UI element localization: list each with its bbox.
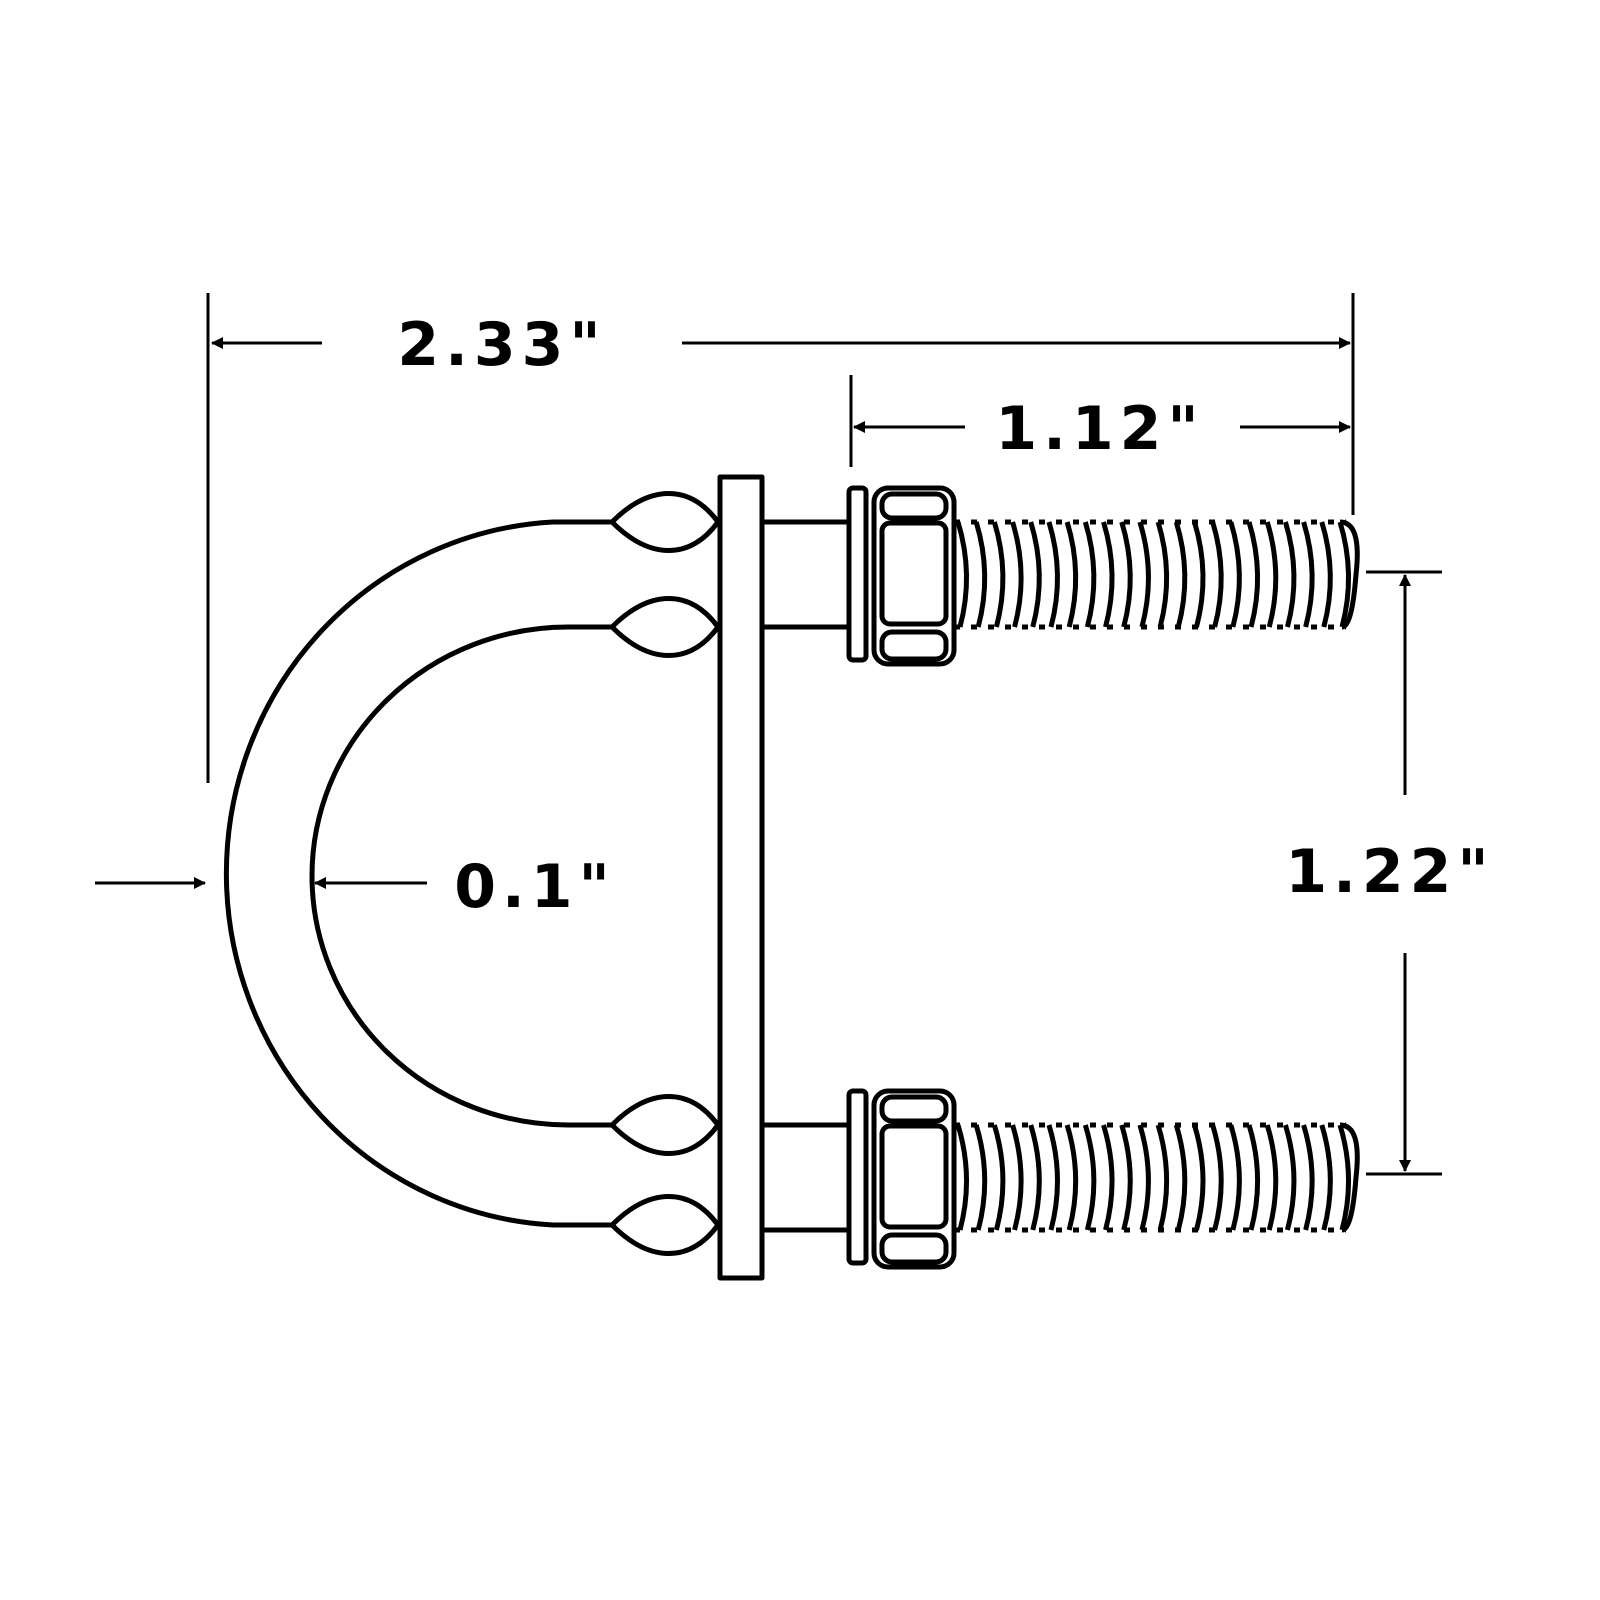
thread-line	[1210, 521, 1224, 628]
threaded-leg	[762, 1088, 1360, 1270]
thread-line	[1064, 521, 1079, 628]
thread-line	[1264, 521, 1279, 628]
thread-line	[1246, 1124, 1261, 1231]
thread-line	[1283, 1124, 1297, 1231]
mounting-plate	[717, 474, 765, 1281]
thread-line	[1173, 521, 1188, 628]
hex-nut	[871, 485, 957, 667]
thread-line	[1046, 521, 1060, 628]
thread-line	[1137, 521, 1151, 628]
hex-nut	[871, 1088, 957, 1270]
thread-line	[1228, 1124, 1242, 1231]
thread-line	[1101, 1124, 1115, 1231]
thread-line	[991, 1124, 1006, 1231]
thread-line	[991, 521, 1006, 628]
thread-line	[1210, 1124, 1224, 1231]
u-bend-inner	[309, 624, 612, 1128]
thread-line	[1119, 1124, 1133, 1231]
weld-lens	[609, 1094, 721, 1156]
nut-face-bottom	[879, 629, 949, 662]
thread-line	[1192, 1124, 1206, 1231]
thread-line	[1301, 1124, 1315, 1231]
thread-line	[1082, 1124, 1097, 1231]
nut-face-middle	[879, 1123, 949, 1230]
bolt-end	[1339, 1122, 1360, 1233]
threaded-leg	[762, 485, 1360, 667]
thread-line	[1337, 521, 1352, 628]
thread-line	[1028, 521, 1042, 628]
weld-lens	[609, 1194, 721, 1256]
thread-line	[1319, 521, 1333, 628]
weld-lenses	[609, 491, 721, 1256]
thread-line	[1246, 521, 1261, 628]
thread-line	[1173, 1124, 1188, 1231]
u-bend-outer	[223, 519, 612, 1228]
nut-face-middle	[879, 520, 949, 627]
bolt-end	[1339, 519, 1360, 630]
thread-line	[1137, 1124, 1151, 1231]
thread-line	[1010, 1124, 1024, 1231]
nut-face-top	[879, 1094, 949, 1124]
thread-line	[1155, 1124, 1170, 1231]
washer	[846, 485, 869, 663]
thread-line	[1228, 521, 1242, 628]
weld-lens	[609, 491, 721, 553]
nut-face-top	[879, 491, 949, 521]
thread-line	[1101, 521, 1115, 628]
thread-line	[1192, 521, 1206, 628]
thread-line	[955, 521, 970, 628]
thread-line	[1264, 1124, 1279, 1231]
thread-line	[1301, 521, 1315, 628]
thread-line	[1064, 1124, 1079, 1231]
thread-line	[1155, 521, 1170, 628]
washer	[846, 1088, 869, 1266]
thread-line	[1082, 521, 1097, 628]
thread-line	[973, 1124, 988, 1231]
thread-line	[1119, 521, 1133, 628]
dim-label-leg-spacing: 1.22"	[1285, 837, 1494, 907]
thread-line	[1337, 1124, 1352, 1231]
dim-label-overall-width: 2.33"	[397, 310, 606, 380]
bolt-legs	[762, 485, 1360, 1270]
thread-line	[1010, 521, 1024, 628]
thread-line	[1046, 1124, 1060, 1231]
dim-label-thread-length: 1.12"	[995, 394, 1204, 464]
thread-line	[1319, 1124, 1333, 1231]
thread-line	[973, 521, 988, 628]
nut-face-bottom	[879, 1232, 949, 1265]
weld-lens	[609, 596, 721, 658]
thread-line	[955, 1124, 970, 1231]
thread-line	[1028, 1124, 1042, 1231]
thread-line	[1283, 521, 1297, 628]
dim-label-rod-diameter: 0.1"	[454, 852, 616, 922]
